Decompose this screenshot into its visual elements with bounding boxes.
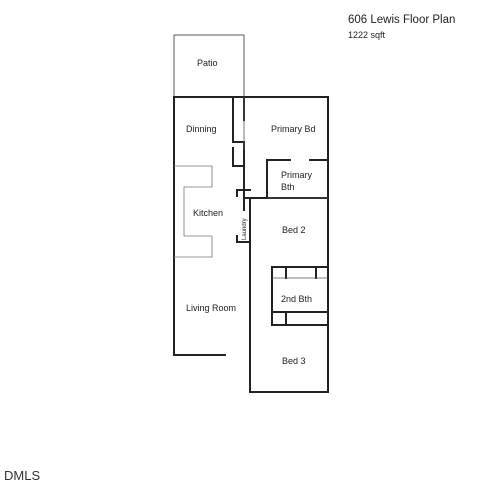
kitchen-counter	[174, 165, 213, 258]
exterior-walls	[173, 96, 329, 393]
room-label-2nd-bth: 2nd Bth	[281, 294, 312, 304]
room-label-laundry: Laundry	[242, 218, 248, 240]
room-label-dining: Dinning	[186, 124, 217, 134]
room-label-primary-bth-2: Bth	[281, 182, 295, 192]
plan-area: 1222 sqft	[348, 30, 386, 40]
room-label-primary-bd: Primary Bd	[271, 124, 316, 134]
room-label-bed2: Bed 2	[282, 225, 306, 235]
room-label-primary-bth-1: Primary	[281, 170, 312, 180]
room-label-bed3: Bed 3	[282, 356, 306, 366]
room-label-patio: Patio	[197, 58, 218, 68]
plan-title: 606 Lewis Floor Plan	[348, 14, 456, 26]
logo: DMLS	[4, 468, 41, 483]
thin-lines	[243, 97, 328, 279]
room-label-living-room: Living Room	[186, 303, 236, 313]
room-label-kitchen: Kitchen	[193, 208, 223, 218]
